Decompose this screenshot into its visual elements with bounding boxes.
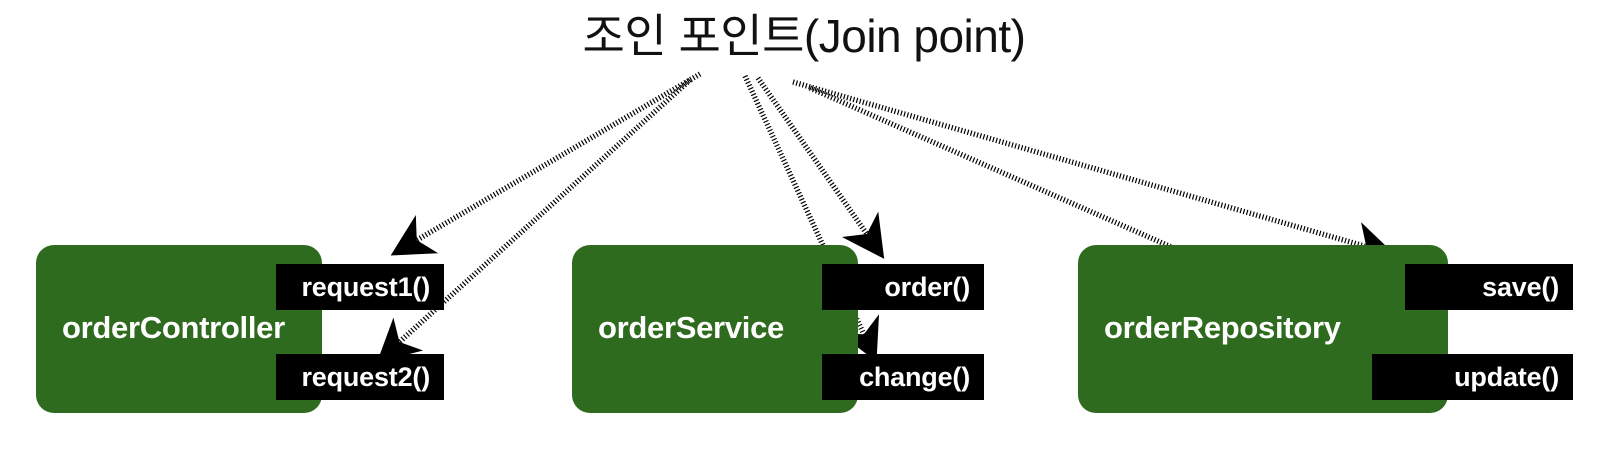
arrow-to-request1 <box>390 71 702 256</box>
method-box-save[interactable]: save() <box>1405 264 1573 310</box>
arrow-to-order <box>755 76 885 259</box>
method-box-request2[interactable]: request2() <box>276 354 444 400</box>
component-label-order-repository: orderRepository <box>1104 310 1341 345</box>
component-label-order-service: orderService <box>598 310 784 345</box>
method-box-change[interactable]: change() <box>822 354 984 400</box>
method-label-change: change() <box>859 362 970 392</box>
method-label-request2: request2() <box>301 362 430 392</box>
component-label-order-controller: orderController <box>62 310 285 345</box>
method-box-order[interactable]: order() <box>822 264 984 310</box>
component-order-controller[interactable]: orderController <box>36 245 322 413</box>
method-label-order: order() <box>884 272 970 302</box>
method-label-request1: request1() <box>301 272 430 302</box>
component-order-service[interactable]: orderService <box>572 245 858 413</box>
method-label-save: save() <box>1482 272 1559 302</box>
arrow-to-save <box>792 79 1396 265</box>
method-box-update[interactable]: update() <box>1372 354 1573 400</box>
page-title: 조인 포인트(Join point) <box>582 10 1026 62</box>
method-label-update: update() <box>1454 362 1559 392</box>
method-box-request1[interactable]: request1() <box>276 264 444 310</box>
